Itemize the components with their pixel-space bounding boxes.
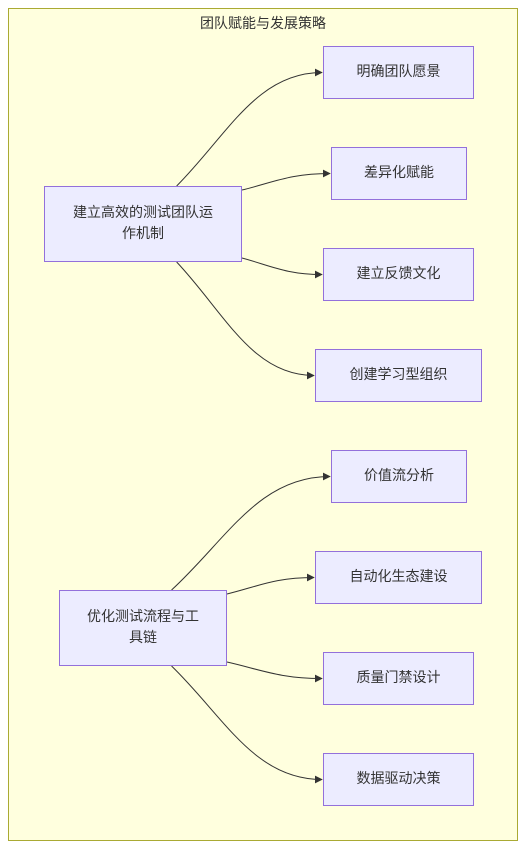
node-feedback[interactable]: 建立反馈文化 <box>323 248 474 301</box>
node-flow[interactable]: 优化测试流程与工具链 <box>59 590 227 666</box>
edge-flow-gate <box>226 661 323 683</box>
node-gate[interactable]: 质量门禁设计 <box>323 652 474 705</box>
node-auto[interactable]: 自动化生态建设 <box>315 551 482 604</box>
subgraph-title: 团队赋能与发展策略 <box>200 16 326 32</box>
edge-mech-learning <box>176 261 315 380</box>
node-learning[interactable]: 创建学习型组织 <box>315 349 482 402</box>
edge-mech-vision <box>176 68 323 187</box>
node-vision[interactable]: 明确团队愿景 <box>323 46 474 99</box>
node-data[interactable]: 数据驱动决策 <box>323 753 474 806</box>
edge-flow-value <box>171 472 331 591</box>
edge-mech-diff <box>241 169 331 191</box>
node-mech[interactable]: 建立高效的测试团队运作机制 <box>44 186 242 262</box>
node-diff[interactable]: 差异化赋能 <box>331 147 467 200</box>
edge-flow-data <box>171 665 323 784</box>
node-value[interactable]: 价值流分析 <box>331 450 467 503</box>
edge-mech-feedback <box>241 257 323 279</box>
edge-flow-auto <box>226 573 315 595</box>
